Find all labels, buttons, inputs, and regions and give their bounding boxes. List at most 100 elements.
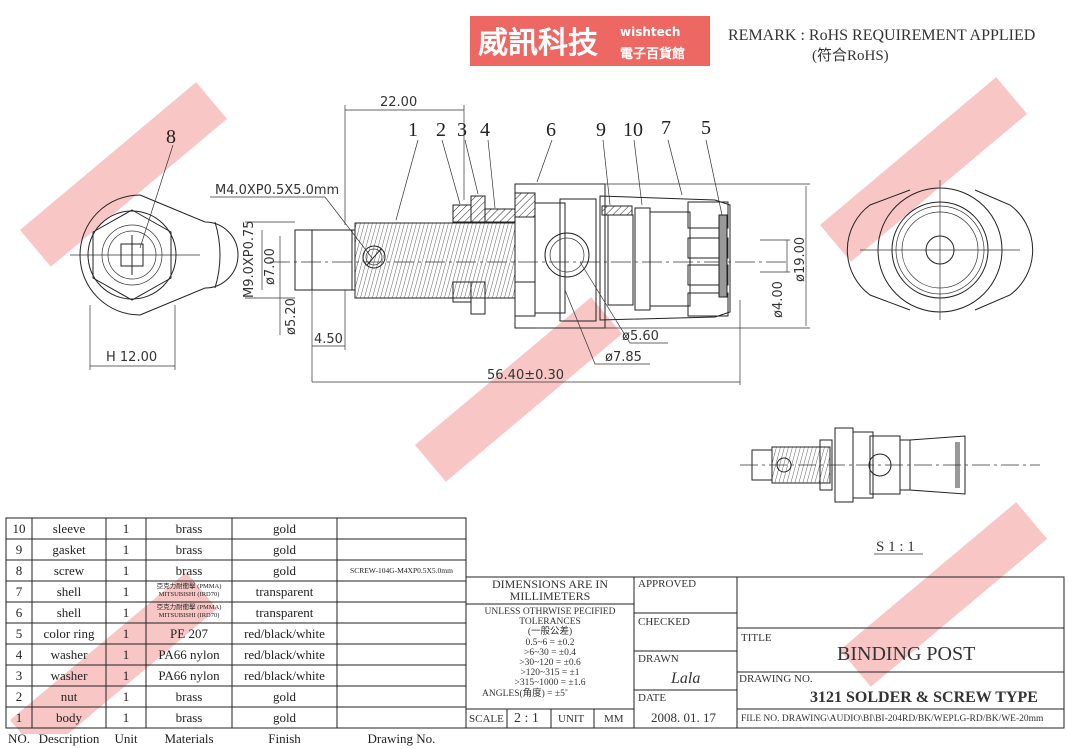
watermark-panel	[415, 297, 623, 482]
balloon-4: 4	[480, 119, 490, 141]
dim-d52: ø5.20	[284, 298, 299, 335]
bom-cell-desc: washer	[50, 668, 88, 683]
bom-cell-unit: 1	[122, 542, 130, 557]
bom-cell-mat: 亞克力耐衝擊 (PMMA)MITSUBISHI (IRD70)	[146, 581, 232, 602]
title-block-grid	[465, 576, 1065, 729]
bom-cell-no: 9	[15, 542, 23, 557]
bom-header-cell: Unit	[114, 731, 138, 746]
bom-cell-mat: brass	[175, 542, 203, 557]
bom-cell-no: 7	[15, 584, 23, 599]
bom-cell-dwg	[337, 707, 466, 728]
dim-thread: M9.0XP0.75	[242, 220, 257, 298]
balloon-7: 7	[661, 117, 671, 139]
bom-cell-mat: PA66 nylon	[158, 647, 220, 662]
watermark-panel	[840, 502, 1048, 687]
scale-view: S 1 : 1	[740, 427, 1040, 555]
watermark-cn2: 電子百貨館	[620, 46, 685, 62]
bom-cell-dwg	[337, 686, 466, 707]
bom-cell-mat: brass	[175, 521, 203, 536]
bom-cell-unit: 1	[122, 521, 130, 536]
remark-rohs: (符合RoHS)	[812, 47, 889, 64]
bom-cell-mat: brass	[175, 563, 203, 578]
bom-cell-unit: 1	[122, 584, 130, 599]
watermark-cn: 威訊科技	[478, 26, 598, 61]
left-end-view: 8 H 12.00	[70, 126, 239, 370]
bom-cell-desc: sleeve	[52, 521, 86, 536]
bom-cell-dwg: SCREW-104G-M4XP0.5X5.0mm	[350, 566, 453, 575]
balloon-6: 6	[546, 119, 556, 141]
bom-cell-unit: 1	[122, 668, 130, 683]
bom-cell-unit: 1	[122, 626, 130, 641]
dim-total: 56.40±0.30	[487, 368, 564, 383]
bom-cell-mat: brass	[175, 710, 203, 725]
bom-cell-dwg	[337, 665, 466, 686]
bom-cell-no: 5	[15, 626, 23, 641]
right-end-view	[846, 180, 1034, 320]
bom-cell-dwg	[337, 623, 466, 644]
bom-cell-no: 8	[15, 563, 23, 578]
material-line: MITSUBISHI (IRD70)	[158, 612, 220, 619]
watermark	[10, 77, 1048, 734]
material-line: MITSUBISHI (IRD70)	[158, 591, 220, 598]
scale-note: S 1 : 1	[876, 539, 915, 555]
bom-cell-desc: color ring	[43, 626, 95, 641]
bom-grid	[5, 517, 467, 729]
watermark-panel	[20, 82, 228, 267]
dim-d19: ø19.00	[793, 237, 808, 282]
material-line: 亞克力耐衝擊 (PMMA)	[156, 604, 222, 611]
watermark-panel	[820, 77, 1028, 262]
bom-cell-mat: 亞克力耐衝擊 (PMMA)MITSUBISHI (IRD70)	[146, 602, 232, 623]
bom-cell-no: 6	[15, 605, 23, 620]
dim-d785: ø7.85	[605, 350, 642, 365]
bom-cell-mat: brass	[175, 689, 203, 704]
bom-header-cell: Drawing No.	[367, 731, 436, 746]
balloon-3: 3	[457, 119, 467, 141]
bom-cell-mat: PE 207	[170, 626, 208, 641]
bom-cell-dwg	[337, 518, 466, 539]
bom-cell-finish: red/black/white	[244, 668, 325, 683]
bom-cell-desc: screw	[53, 563, 85, 578]
bom-cell-desc: nut	[60, 689, 78, 704]
bom-cell-dwg	[337, 539, 466, 560]
bom-cell-desc: shell	[56, 605, 82, 620]
balloon-1: 1	[408, 119, 418, 141]
bom-cell-desc: gasket	[52, 542, 86, 557]
balloon-9: 9	[596, 119, 606, 141]
bom-header-cell: NO.	[7, 731, 31, 746]
bom-cell-desc: body	[56, 710, 82, 725]
bom-cell-unit: 1	[122, 605, 130, 620]
bom-cell-unit: 1	[122, 647, 130, 662]
balloon-10: 10	[623, 119, 643, 141]
balloon-2: 2	[436, 119, 446, 141]
dim-d7: ø7.00	[263, 248, 278, 285]
bom-cell-finish: red/black/white	[244, 626, 325, 641]
dim-l45: 4.50	[314, 332, 343, 347]
balloon-5: 5	[701, 117, 711, 139]
bom-cell-no: 1	[15, 710, 23, 725]
bom-cell-dwg	[337, 644, 466, 665]
dim-h12: H 12.00	[106, 350, 157, 365]
bom-cell-finish: gold	[272, 521, 297, 536]
bom-cell-unit: 1	[122, 563, 130, 578]
bom-header-cell: Materials	[164, 731, 214, 746]
watermark-en: wishtech	[620, 25, 680, 39]
bom-cell-no: 3	[15, 668, 23, 683]
bom-cell-dwg	[337, 602, 466, 623]
engineering-drawing: 威訊科技 wishtech 電子百貨館 REMARK : RoHS REQUIR…	[5, 16, 1065, 734]
side-view: ø19.00 ø4.00 22.00 M4.0XP0.5X5.0mm M9.0X…	[210, 95, 810, 385]
bom-cell-finish: red/black/white	[244, 647, 325, 662]
bom-cell-dwg	[337, 581, 466, 602]
bom-cell-no: 4	[15, 647, 23, 662]
bom-header-cell: Description	[38, 731, 100, 746]
bom-cell-no: 2	[15, 689, 23, 704]
bom-cell-finish: gold	[272, 542, 297, 557]
watermark-labeled: 威訊科技 wishtech 電子百貨館	[470, 16, 710, 66]
